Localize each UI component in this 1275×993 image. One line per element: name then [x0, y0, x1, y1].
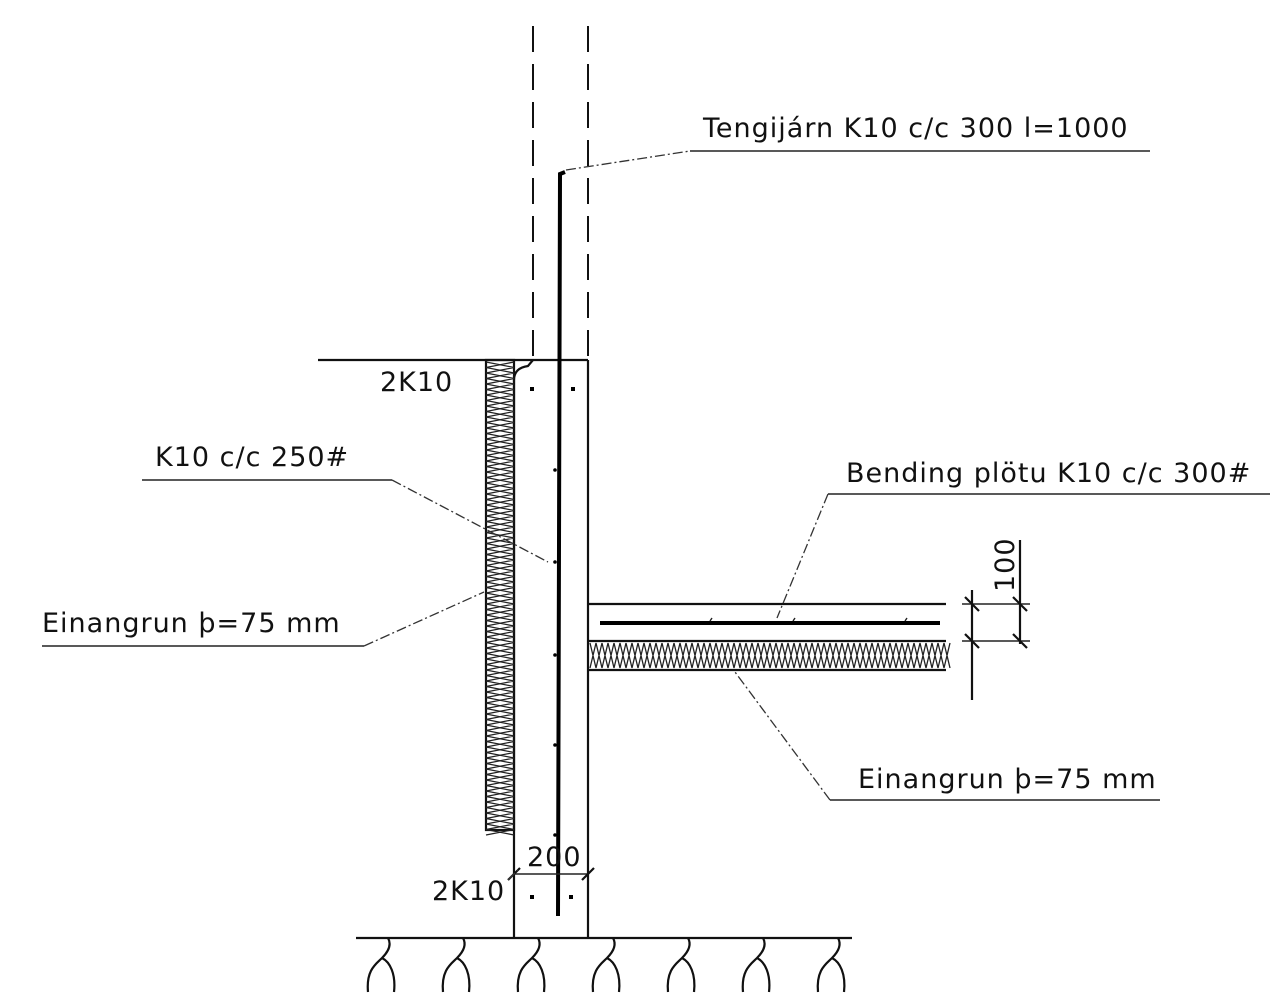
tengijarn-label: Tengijárn K10 c/c 300 l=1000 [702, 113, 1129, 144]
ground [356, 936, 852, 993]
slab-insulation-label: Einangrun þ=75 mm [858, 764, 1157, 795]
wall-dimension: 200 [507, 842, 595, 881]
hatch-stroke [591, 937, 621, 993]
annotations: Tengijárn K10 c/c 300 l=1000 2K10 K10 c/… [42, 113, 1270, 907]
hatch-stroke [441, 937, 471, 993]
dowel-rebar [556, 170, 566, 917]
slab-dimension-label: 100 [990, 537, 1021, 592]
hatch-stroke [666, 937, 696, 993]
wall-insulation-label: Einangrun þ=75 mm [42, 608, 341, 639]
hatch-stroke [589, 642, 951, 669]
wall-rebar-dots [530, 387, 575, 899]
wall-dimension-label: 200 [527, 842, 582, 873]
soil-symbols [366, 937, 846, 993]
hatch-stroke [816, 937, 846, 993]
wall-insulation-hatch [485, 361, 515, 836]
wall-insulation [484, 358, 516, 836]
slab-insulation-hatch [589, 642, 951, 669]
hatch-stroke [485, 361, 515, 836]
slab-insulation [588, 642, 951, 672]
floor-slab [588, 602, 946, 643]
hatch-stroke [516, 937, 546, 993]
upper-wall-dashed [532, 26, 589, 360]
hatch-stroke [366, 937, 396, 993]
bottom-bars-label: 2K10 [432, 876, 505, 907]
slab-dimension: 100 [962, 537, 1030, 700]
wall-rebar-label: K10 c/c 250# [155, 442, 349, 473]
hatch-stroke [741, 937, 771, 993]
slab-rebar-label: Bending plötu K10 c/c 300# [846, 458, 1251, 489]
top-bars-label: 2K10 [380, 367, 453, 398]
